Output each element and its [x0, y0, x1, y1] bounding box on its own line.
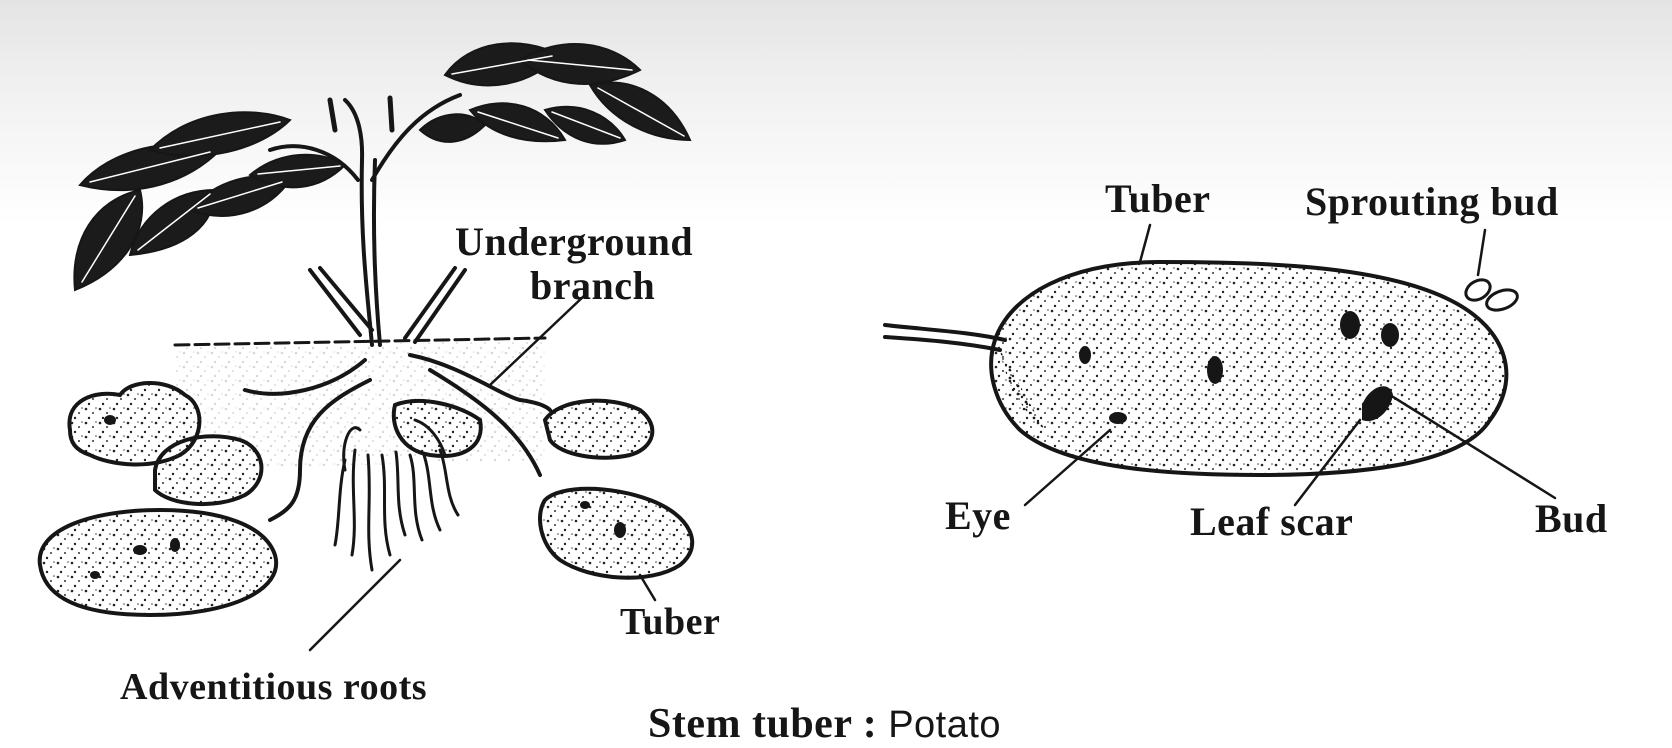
plant-tuber-3: [40, 510, 276, 615]
stem-stub-1: [330, 100, 335, 130]
main-stem: [345, 100, 372, 345]
stem-stub-2: [390, 98, 392, 130]
label-underground-line1: Underground: [455, 218, 693, 265]
label-eye: Eye: [945, 492, 1011, 539]
label-bud: Bud: [1535, 495, 1608, 542]
leaf-cluster-left: [74, 112, 345, 290]
plant-tuber-4: [545, 401, 652, 458]
single-tuber: [885, 225, 1555, 505]
tuber-eye-4: [1381, 323, 1399, 347]
tuber-eye-2: [1207, 356, 1223, 384]
leader-adventitious-roots: [310, 560, 400, 650]
potato-plant: [40, 43, 693, 650]
label-underground-line2: branch: [530, 262, 655, 309]
figure-caption: Stem tuber : Potato: [648, 700, 1001, 748]
caption-normal: Potato: [888, 704, 1001, 746]
label-tuber-plant: Tuber: [620, 600, 720, 644]
tuber-eye-5: [1109, 412, 1127, 424]
tuber-eye-1: [1079, 346, 1091, 364]
leader-sprouting-bud: [1478, 230, 1485, 275]
sprouting-bud: [1462, 276, 1520, 314]
label-sprouting-bud: Sprouting bud: [1305, 178, 1559, 225]
label-tuber-right: Tuber: [1105, 175, 1211, 222]
label-leaf-scar: Leaf scar: [1190, 498, 1353, 545]
label-adventitious-roots: Adventitious roots: [120, 665, 427, 709]
plant-tuber-2: [155, 436, 261, 504]
leader-tuber-right: [1140, 225, 1150, 262]
leader-tuber-plant: [640, 575, 655, 600]
tuber-eye-3: [1340, 311, 1360, 339]
caption-bold: Stem tuber :: [648, 701, 877, 747]
tuber-body: [991, 262, 1506, 475]
